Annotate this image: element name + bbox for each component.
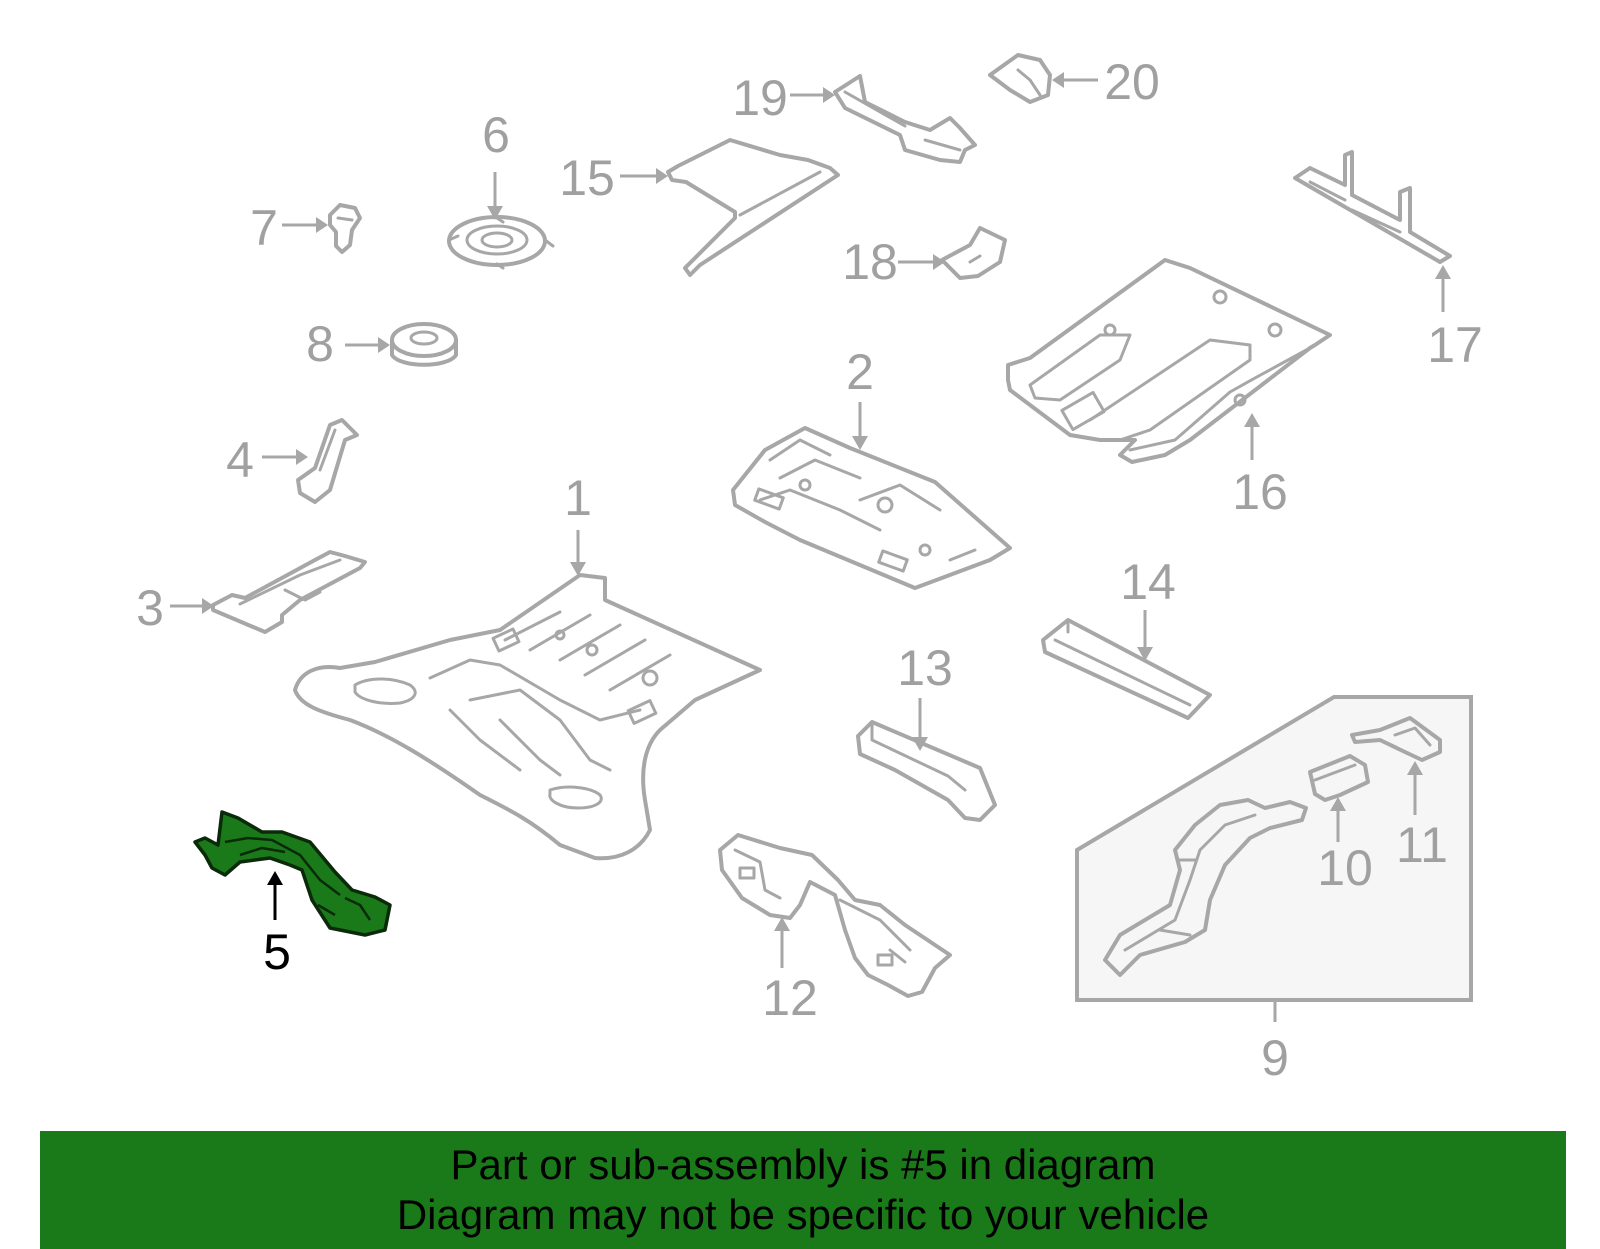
- part-10-bracket[interactable]: [1308, 754, 1370, 802]
- part-9-subgroup-box: [1075, 695, 1473, 1002]
- callout-5: 5: [263, 924, 291, 980]
- callout-9: 9: [1261, 1030, 1289, 1086]
- part-14-arrowhead: [1137, 647, 1153, 661]
- part-4-arrowhead: [296, 449, 308, 465]
- callout-2: 2: [846, 344, 874, 400]
- callout-13: 13: [897, 640, 953, 696]
- callout-6: 6: [482, 107, 510, 163]
- callout-1: 1: [564, 470, 592, 526]
- callout-7: 7: [250, 200, 278, 256]
- part-14-crossmember[interactable]: [1041, 618, 1212, 720]
- callout-18: 18: [842, 234, 898, 290]
- part-7-arrowhead: [316, 217, 328, 233]
- callout-4: 4: [226, 432, 254, 488]
- part-6-spring-seat[interactable]: [447, 215, 555, 270]
- part-8-arrowhead: [378, 337, 390, 353]
- part-7-bolt[interactable]: [328, 203, 362, 254]
- part-12-arrowhead: [774, 917, 790, 931]
- part-16-floor-panel[interactable]: [1006, 258, 1332, 464]
- part-20-clip[interactable]: [988, 53, 1052, 104]
- part-2-floor-panel[interactable]: [731, 426, 1012, 590]
- callout-16: 16: [1232, 464, 1288, 520]
- part-13-crossmember[interactable]: [856, 720, 997, 822]
- part-8-grommet[interactable]: [390, 322, 458, 367]
- callout-3: 3: [136, 580, 164, 636]
- callout-8: 8: [306, 316, 334, 372]
- part-5-arrowhead: [267, 871, 283, 885]
- callout-12: 12: [762, 970, 818, 1026]
- part-16-arrowhead: [1244, 413, 1260, 427]
- callout-14: 14: [1120, 554, 1176, 610]
- part-18-bracket[interactable]: [940, 226, 1007, 280]
- part-3-bracket[interactable]: [211, 550, 367, 634]
- part-11-arrowhead: [1407, 761, 1423, 775]
- callout-19: 19: [732, 70, 788, 126]
- part-20-arrowhead: [1052, 72, 1064, 88]
- part-2-arrowhead: [852, 436, 868, 450]
- part-15-brace[interactable]: [666, 138, 840, 277]
- part-19-bracket[interactable]: [833, 74, 977, 164]
- part-4-bracket[interactable]: [296, 418, 359, 504]
- part-17-arrowhead: [1435, 265, 1451, 279]
- banner-line-part-info: Part or sub-assembly is #5 in diagram: [450, 1141, 1156, 1188]
- callout-15: 15: [559, 150, 615, 206]
- part-1-floor-pan[interactable]: [293, 573, 762, 861]
- part-13-arrowhead: [912, 737, 928, 751]
- part-6-arrowhead: [487, 206, 503, 220]
- callout-11: 11: [1396, 817, 1448, 873]
- part-10-arrowhead: [1330, 797, 1346, 811]
- part-18-arrowhead: [933, 254, 945, 270]
- info-banner: Part or sub-assembly is #5 in diagram Di…: [40, 1131, 1566, 1249]
- callout-10: 10: [1317, 840, 1373, 896]
- part-17-bracket[interactable]: [1293, 150, 1452, 264]
- part-9-rail-assembly[interactable]: [1103, 798, 1308, 977]
- banner-line-disclaimer: Diagram may not be specific to your vehi…: [396, 1191, 1210, 1238]
- part-11-bracket[interactable]: [1350, 716, 1442, 762]
- part-12-rear-rail[interactable]: [718, 833, 952, 998]
- callout-20: 20: [1104, 54, 1160, 110]
- part-3-arrowhead: [202, 598, 214, 614]
- part-5-rear-rail[interactable]: [193, 810, 392, 937]
- part-15-arrowhead: [656, 168, 668, 184]
- part-19-arrowhead: [823, 87, 835, 103]
- part-1-arrowhead: [570, 562, 586, 576]
- callout-17: 17: [1427, 317, 1483, 373]
